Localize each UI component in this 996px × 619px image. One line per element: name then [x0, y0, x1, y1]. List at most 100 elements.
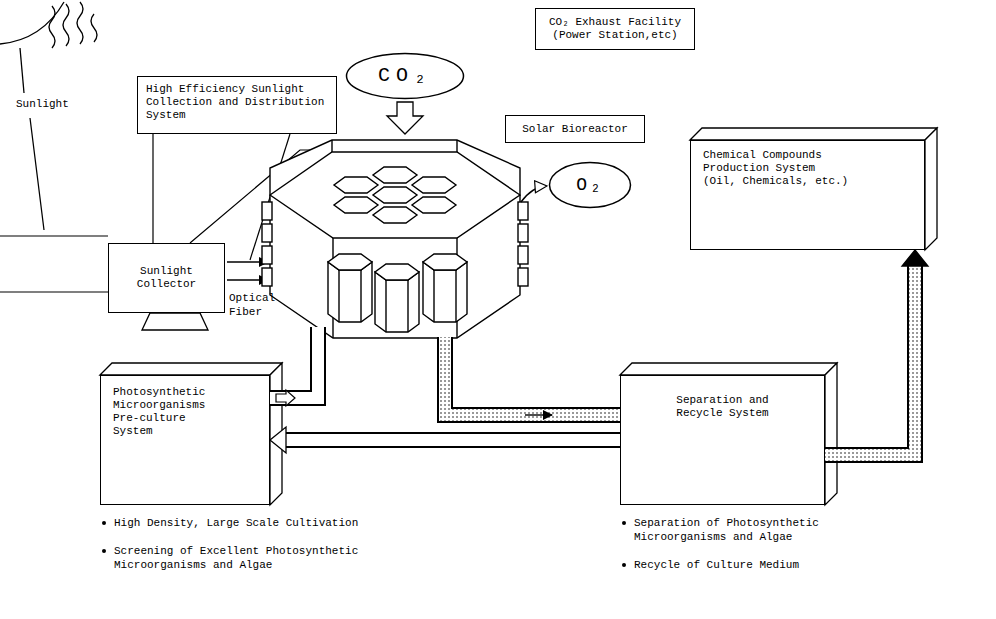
- reactor-cell: [412, 197, 456, 213]
- node-text: Separation and Recycle System: [663, 394, 783, 420]
- culture-pipe: [270, 327, 318, 398]
- collector-stand: [142, 313, 208, 330]
- reactor-cell: [334, 177, 378, 193]
- box-depth: [690, 128, 937, 140]
- oxygen-outflow: [521, 186, 546, 202]
- co2-inflow-arrow: [387, 102, 423, 134]
- reactor-column: [423, 262, 467, 322]
- leader-connector: [153, 134, 154, 243]
- light-module: [262, 246, 272, 264]
- box-depth: [620, 363, 837, 375]
- reactor-cell: [334, 197, 378, 213]
- co2-inflow-arrow: [387, 102, 423, 134]
- bioreactor: [331, 140, 332, 152]
- node-text: CO₂: [378, 64, 432, 88]
- sun: [49, 6, 55, 48]
- node-text: (Oil, Chemicals, etc.): [703, 175, 873, 188]
- production-box: Chemical Compounds Production System(Oil…: [690, 140, 925, 250]
- sun: [77, 2, 83, 44]
- node-text: Sunlight Collector: [122, 265, 212, 291]
- harvest-pipe: [445, 337, 620, 415]
- bullet-note: High Density, Large Scale Cultivation: [100, 516, 400, 530]
- ellipse-outline: [550, 163, 631, 208]
- node-text: Chemical Compounds Production System: [703, 149, 873, 175]
- reactor-cell: [373, 207, 417, 223]
- node-text: Solar Bioreactor: [522, 123, 628, 136]
- system-box: High Efficiency Sunlight Collection and …: [137, 76, 337, 134]
- node-text: (Power Station,etc): [552, 29, 677, 42]
- label-text: Separation of Photosynthetic Microorgani…: [634, 516, 880, 544]
- culture-pipe: [270, 327, 318, 406]
- fiber-label: Optical Fiber: [229, 291, 273, 319]
- reactor-cell: [334, 167, 456, 223]
- label-text: Sunlight: [16, 97, 69, 111]
- facility-box: CO₂ Exhaust Facility(Power Station,etc): [535, 8, 695, 50]
- arrow-head: [270, 427, 286, 453]
- bullet-dot: [102, 549, 106, 553]
- reactor-column: [375, 264, 419, 332]
- node-text: O₂: [576, 174, 604, 196]
- reactor-column: [455, 270, 456, 322]
- bullet-dot: [622, 521, 626, 525]
- culture-pipe: [276, 390, 295, 406]
- reactor-column: [433, 270, 434, 322]
- bioreactor: [456, 140, 457, 152]
- bioreactor: [262, 140, 528, 338]
- reactor-column: [328, 262, 372, 322]
- light-module: [518, 246, 528, 264]
- sun: [30, 118, 44, 230]
- light-module: [518, 202, 528, 220]
- light-label: Sunlight: [16, 97, 69, 111]
- pipe-bore: [825, 266, 915, 455]
- ellipse-outline: [347, 54, 464, 99]
- sun: [91, 14, 97, 42]
- light-module: [518, 224, 528, 242]
- light-module: [262, 224, 272, 242]
- bullet-note: Screening of Excellent Photosynthetic Mi…: [100, 544, 390, 572]
- bioreactor: [270, 152, 520, 338]
- reactor-column: [407, 280, 408, 332]
- gas-ellipse: CO₂: [345, 52, 465, 100]
- culture-pipe: [270, 327, 318, 398]
- pipe-wall: [286, 432, 620, 448]
- preculture-box: Photosynthetic Microorganisms Pre-cultur…: [100, 375, 270, 505]
- reactor-column: [375, 264, 419, 280]
- reactor-column: [423, 254, 467, 322]
- pipe-connector: [270, 427, 620, 453]
- harvest-pipe: [445, 337, 620, 415]
- harvest-pipe: [525, 414, 552, 415]
- collector-stand: [142, 313, 208, 330]
- reactor-cell: [412, 177, 456, 193]
- reactor-column: [338, 270, 339, 322]
- reactor-cell: [373, 187, 417, 203]
- sun: [63, 4, 69, 46]
- reactor-column: [385, 280, 386, 332]
- label-text: High Density, Large Scale Cultivation: [114, 516, 400, 530]
- light-module: [262, 268, 272, 286]
- light-module: [518, 268, 528, 286]
- collector-box: Sunlight Collector: [108, 243, 225, 313]
- node-text: CO₂ Exhaust Facility: [549, 16, 681, 29]
- reactor-label-box: Solar Bioreactor: [505, 115, 645, 143]
- reactor-column: [375, 272, 419, 332]
- pipe-connector: [825, 250, 928, 455]
- leader-line: [152, 134, 153, 243]
- sun: [0, 2, 97, 230]
- sun: [20, 48, 24, 93]
- bullet-note: Separation of Photosynthetic Microorgani…: [620, 516, 880, 544]
- gas-ellipse: O₂: [548, 161, 632, 209]
- label-text: Optical Fiber: [229, 291, 273, 319]
- pipe-bore: [286, 434, 620, 446]
- oxygen-outflow: [521, 186, 546, 202]
- reactor-column: [423, 254, 467, 270]
- collection-plane: [0, 291, 108, 292]
- pipe-wall: [825, 266, 915, 455]
- reactor-column: [328, 254, 467, 332]
- harvest-pipe: [445, 337, 620, 415]
- bullet-dot: [102, 521, 106, 525]
- bullet-dot: [622, 563, 626, 567]
- label-text: Screening of Excellent Photosynthetic Mi…: [114, 544, 390, 572]
- light-module: [262, 202, 272, 220]
- separation-box: Separation and Recycle System: [620, 375, 825, 505]
